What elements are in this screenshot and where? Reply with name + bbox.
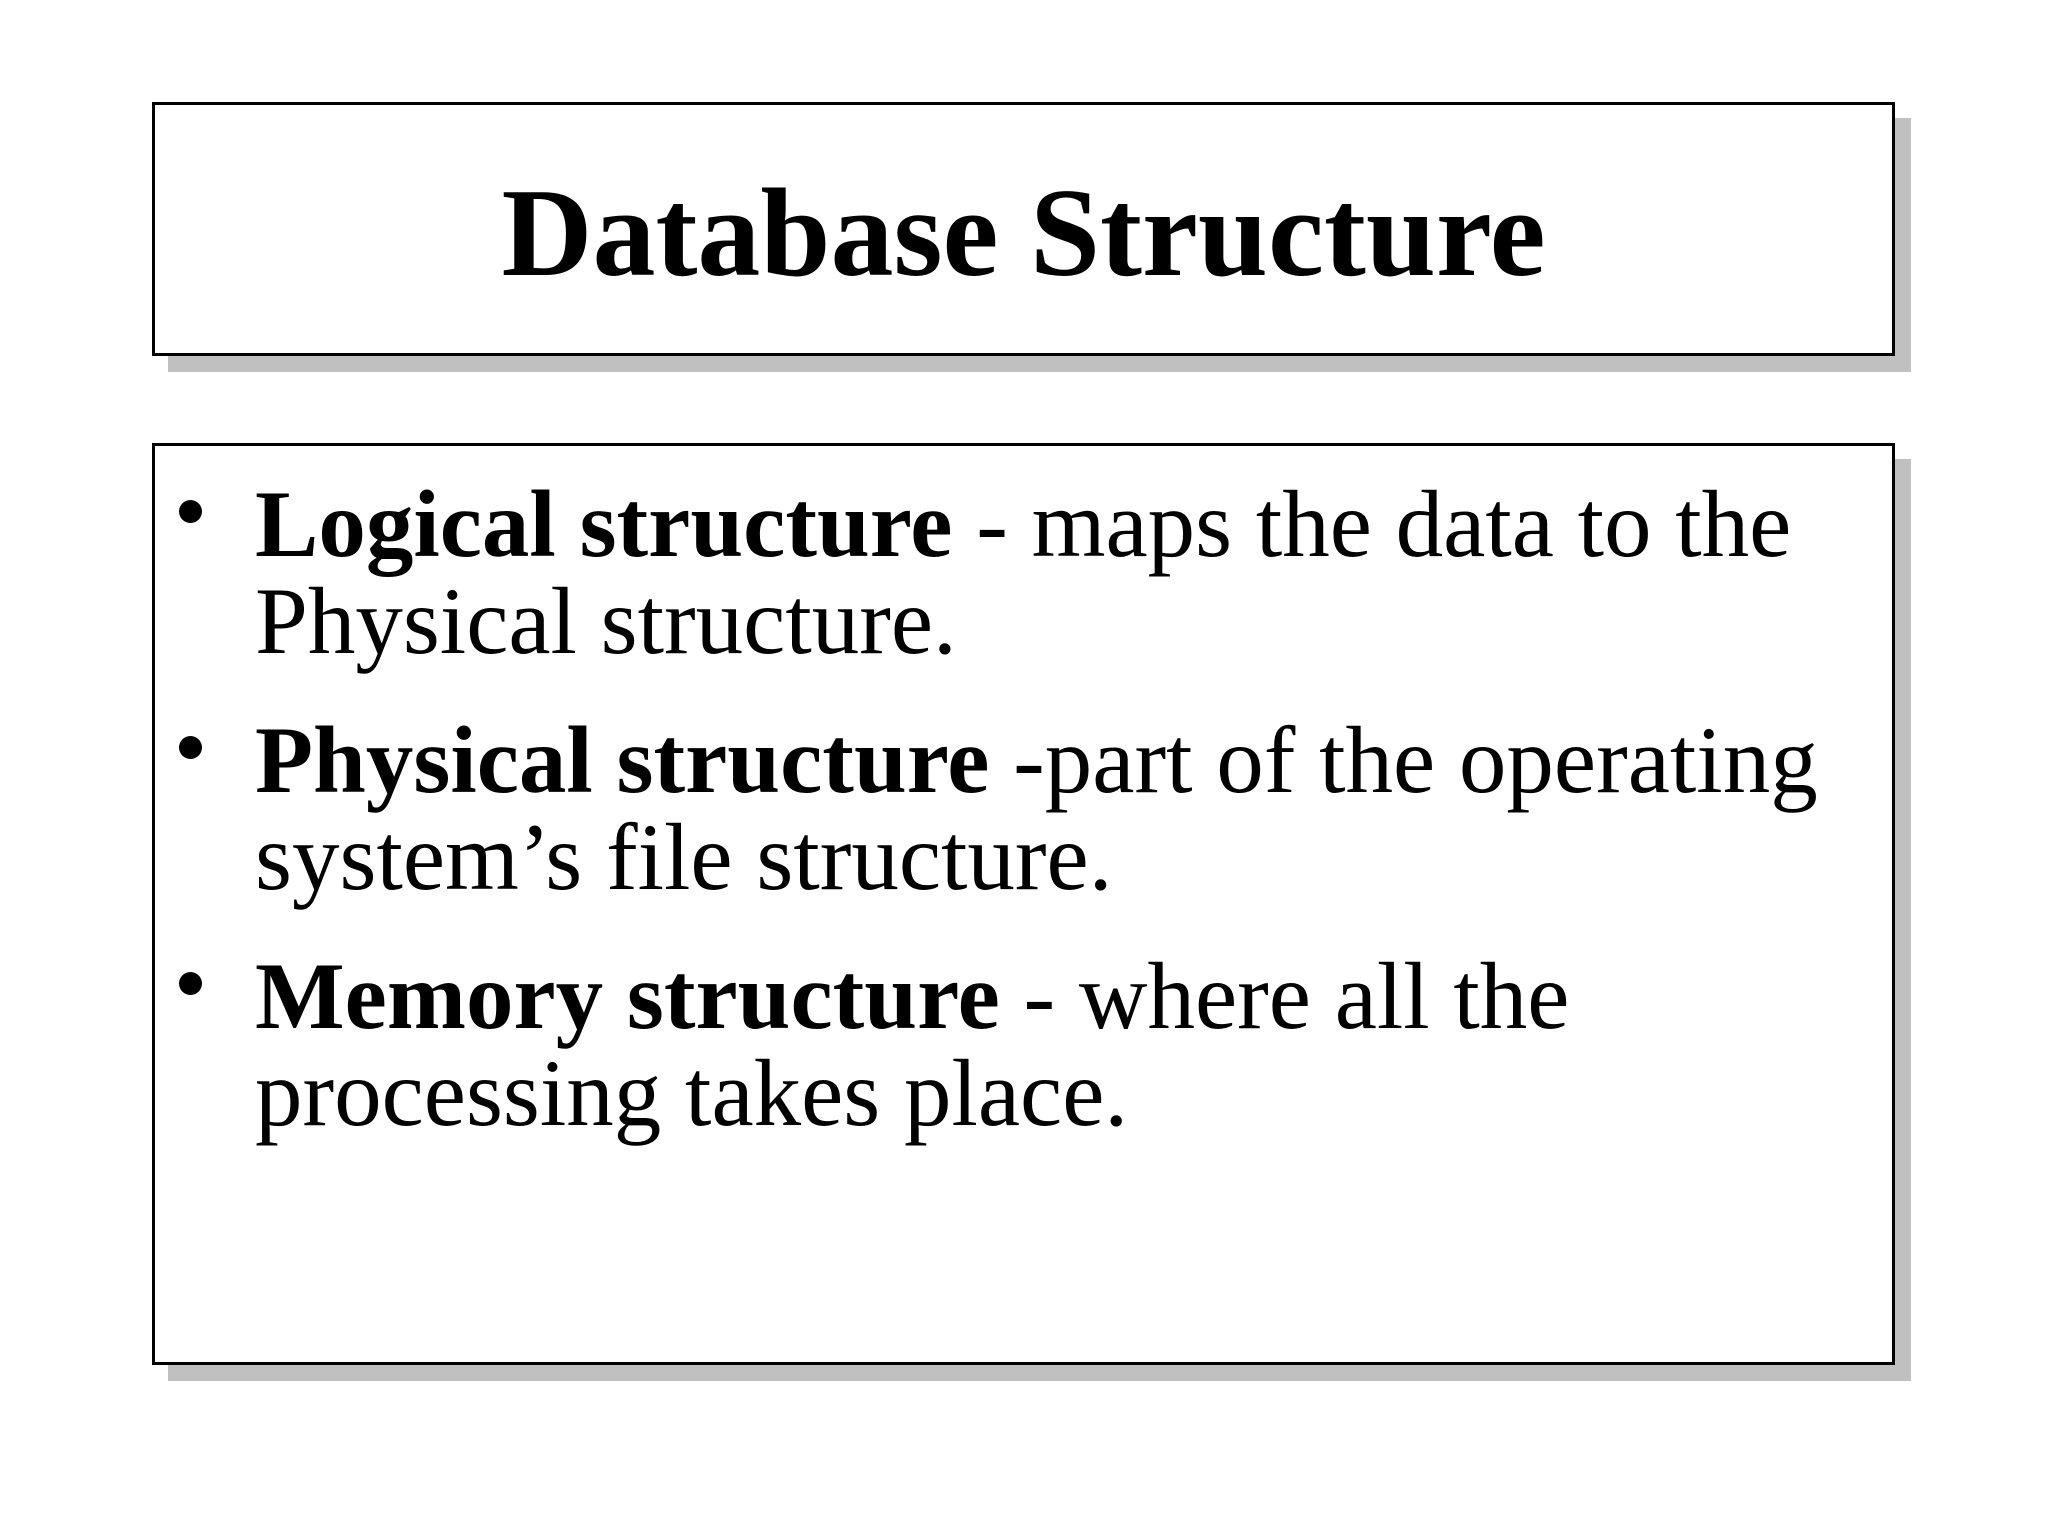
title-box: Database Structure	[152, 102, 1895, 356]
bullet-text-line2: processing takes place.	[255, 1040, 1129, 1146]
bullet-list: Logical structure - maps the data to the…	[155, 446, 1892, 1142]
bullet-text-line2: system’s file structure.	[255, 804, 1113, 910]
bullet-item-memory-structure: Memory structure - where all the process…	[155, 948, 1852, 1142]
bullet-icon	[179, 736, 202, 759]
bullet-text: - maps the data to the	[952, 471, 1792, 577]
bullet-text: - where all the	[999, 943, 1570, 1049]
bullet-text-line2: Physical structure.	[255, 568, 957, 674]
bullet-term: Memory structure	[255, 943, 1000, 1049]
bullet-item-logical-structure: Logical structure - maps the data to the…	[155, 476, 1852, 670]
page-title: Database Structure	[501, 164, 1546, 303]
bullet-icon	[179, 972, 202, 995]
bullet-text: -part of the operating	[989, 707, 1818, 813]
bullet-item-physical-structure: Physical structure -part of the operatin…	[155, 712, 1852, 906]
bullet-term: Physical structure	[255, 707, 990, 813]
bullet-term: Logical structure	[255, 471, 953, 577]
content-box: Logical structure - maps the data to the…	[152, 443, 1895, 1365]
bullet-icon	[179, 500, 202, 523]
